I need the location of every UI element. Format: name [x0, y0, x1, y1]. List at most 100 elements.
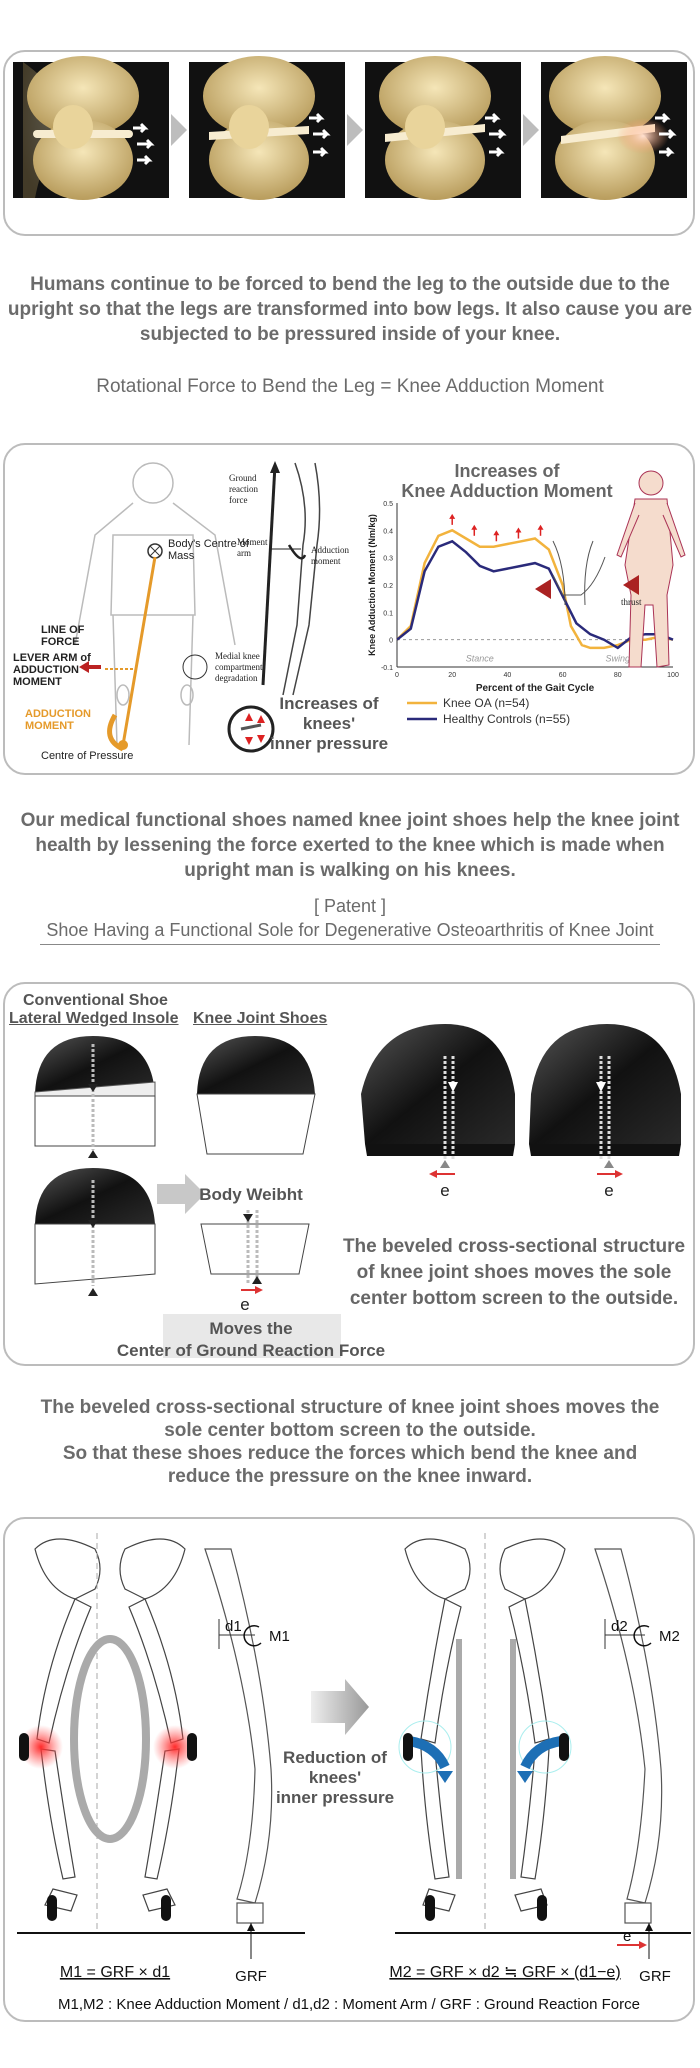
knee-thrust-detail — [552, 556, 606, 596]
structure-caption: The beveled cross-sectional structure of… — [342, 1236, 686, 1309]
shoes-panel: Conventional Shoe Lateral Wedged Insole … — [3, 982, 695, 1366]
grf-label-3: force — [229, 495, 247, 505]
y-axis-label: Knee Adduction Moment (Nm/kg) — [367, 514, 377, 656]
adduction-diagram: Body's Centre of Mass LINE OF FORCE LEVE… — [13, 461, 686, 762]
arrow-right-icon — [171, 114, 187, 146]
arrow-left-icon — [623, 575, 639, 595]
body-weight-label: Body Weibht — [199, 1185, 303, 1204]
increase-arrow-head — [471, 524, 478, 530]
knee-compartment-icon — [182, 654, 208, 680]
conventional-title-1: Conventional Shoe — [23, 992, 168, 1009]
thrust-label: thrust — [621, 597, 642, 607]
y-tick-label: 0.4 — [383, 528, 393, 535]
adduction-moment-caps-1: ADDUCTION — [25, 708, 91, 720]
legend-label-1: Knee OA (n=54) — [443, 696, 529, 710]
knee-frame-2 — [189, 56, 345, 200]
rotation-arrow-left — [408, 1736, 450, 1770]
grf-label-1: Ground — [229, 473, 257, 483]
mid-paragraph: Our medical functional shoes named knee … — [20, 810, 680, 881]
knee-pressure-right — [153, 1725, 197, 1769]
e-label: e — [240, 1295, 249, 1314]
medial-knee-label-2: compartment — [215, 662, 263, 672]
summary-line-1: The beveled cross-sectional structure of… — [40, 1397, 660, 1418]
medial-knee-label-1: Medial knee — [215, 651, 260, 661]
knee-pressure-left — [19, 1725, 63, 1769]
m2-label: M2 — [659, 1628, 680, 1645]
x-tick-label: 80 — [614, 672, 622, 679]
patent-label: [ Patent ] — [313, 896, 387, 916]
x-tick-label: 100 — [667, 672, 679, 679]
svg-text:e: e — [604, 1181, 613, 1200]
kneejoint-sole-diagram — [200, 1210, 310, 1294]
y-tick-label: 0.2 — [383, 583, 393, 590]
increases-pressure-1: Increases of — [279, 694, 379, 713]
increases-pressure-3: inner pressure — [270, 734, 388, 753]
person-figure — [616, 470, 686, 668]
e-label-legs: e — [623, 1928, 631, 1945]
increase-arrow-head — [493, 530, 500, 536]
grf-label-2: GRF — [639, 1968, 671, 1985]
straight-leg-skeleton — [404, 1538, 566, 1912]
arrow-right-icon — [347, 114, 363, 146]
legs-footer: M1,M2 : Knee Adduction Moment / d1,d2 : … — [58, 1996, 640, 2013]
arrow-right-icon — [311, 1679, 369, 1735]
svg-text:e: e — [440, 1181, 449, 1200]
increase-arrow-head — [537, 524, 544, 530]
arrow-left-icon — [79, 661, 89, 673]
formula-2: M2 = GRF × d2 ≒ GRF × (d1−e) — [389, 1964, 620, 1981]
summary-line-3: So that these shoes reduce the forces wh… — [62, 1443, 638, 1464]
shoe-photo-left: e — [361, 1024, 515, 1200]
body-centre-label-2: Mass — [168, 550, 195, 562]
increase-arrow-head — [449, 513, 456, 519]
adduction-arc — [107, 713, 125, 752]
kneejoint-shoe-top — [196, 1036, 316, 1155]
pressure-circle-icon — [227, 705, 275, 753]
leg-bone-diagram — [261, 461, 321, 696]
side-leg-2 — [594, 1548, 663, 1924]
medial-knee-label-3: degradation — [215, 673, 258, 683]
conventional-shoe-bottom — [34, 1168, 156, 1296]
arrow-right-icon — [523, 114, 539, 146]
conventional-title-2: Lateral Wedged Insole — [9, 1010, 179, 1027]
legs-illustration: d1 M1 GRF Reduction of knees' inner pres… — [17, 1533, 691, 2013]
increases-pressure-2: knees' — [303, 714, 355, 733]
phase-label-swing: Swing — [606, 654, 631, 664]
legend-label-2: Healthy Controls (n=55) — [443, 712, 570, 726]
line-of-force — [121, 556, 157, 746]
x-tick-label: 0 — [395, 672, 399, 679]
shoe-photo-right: e — [529, 1024, 681, 1200]
side-leg-1 — [204, 1548, 273, 1924]
lever-arm-label-1: LEVER ARM of — [13, 652, 91, 664]
conventional-shoe-top — [34, 1036, 156, 1158]
d2-label: d2 — [611, 1618, 628, 1635]
increase-arrow-head — [515, 527, 522, 533]
adduction-moment-label-1: Adduction — [311, 545, 349, 555]
patent-title: Shoe Having a Functional Sole for Degene… — [46, 920, 654, 940]
x-axis-label: Percent of the Gait Cycle — [476, 683, 595, 694]
knee-sequence-panel — [3, 50, 695, 236]
body-outline — [74, 462, 236, 746]
summary-line-2: sole center bottom screen to the outside… — [164, 1420, 536, 1441]
adduction-moment-caps-2: MOMENT — [25, 720, 74, 732]
centre-of-pressure-label: Centre of Pressure — [41, 750, 133, 762]
adduction-moment-label-2: moment — [311, 556, 341, 566]
knee-frame-1 — [13, 56, 169, 200]
m1-label: M1 — [269, 1628, 290, 1645]
moves-caption-1: Moves the — [209, 1319, 292, 1338]
rotation-arrow-right — [520, 1736, 562, 1770]
moves-caption-2: Center of Ground Reaction Force — [117, 1341, 385, 1360]
adduction-diagram-panel: Body's Centre of Mass LINE OF FORCE LEVE… — [3, 443, 695, 775]
body-centre-label-1: Body's Centre of — [168, 538, 250, 550]
x-tick-label: 60 — [559, 672, 567, 679]
x-tick-label: 40 — [504, 672, 512, 679]
grf-label-1: GRF — [235, 1968, 267, 1985]
intro-subtitle: Rotational Force to Bend the Leg = Knee … — [96, 376, 604, 397]
bowleg-oval — [70, 1635, 150, 1843]
reduction-label-2: knees' — [309, 1768, 361, 1787]
reduction-label-1: Reduction of — [283, 1748, 387, 1767]
series-line-2 — [396, 539, 674, 650]
chart-heading-2: Knee Adduction Moment — [401, 481, 612, 501]
lever-arm-label-2: ADDUCTION — [13, 664, 79, 676]
line-of-force-label-2: FORCE — [41, 636, 80, 648]
